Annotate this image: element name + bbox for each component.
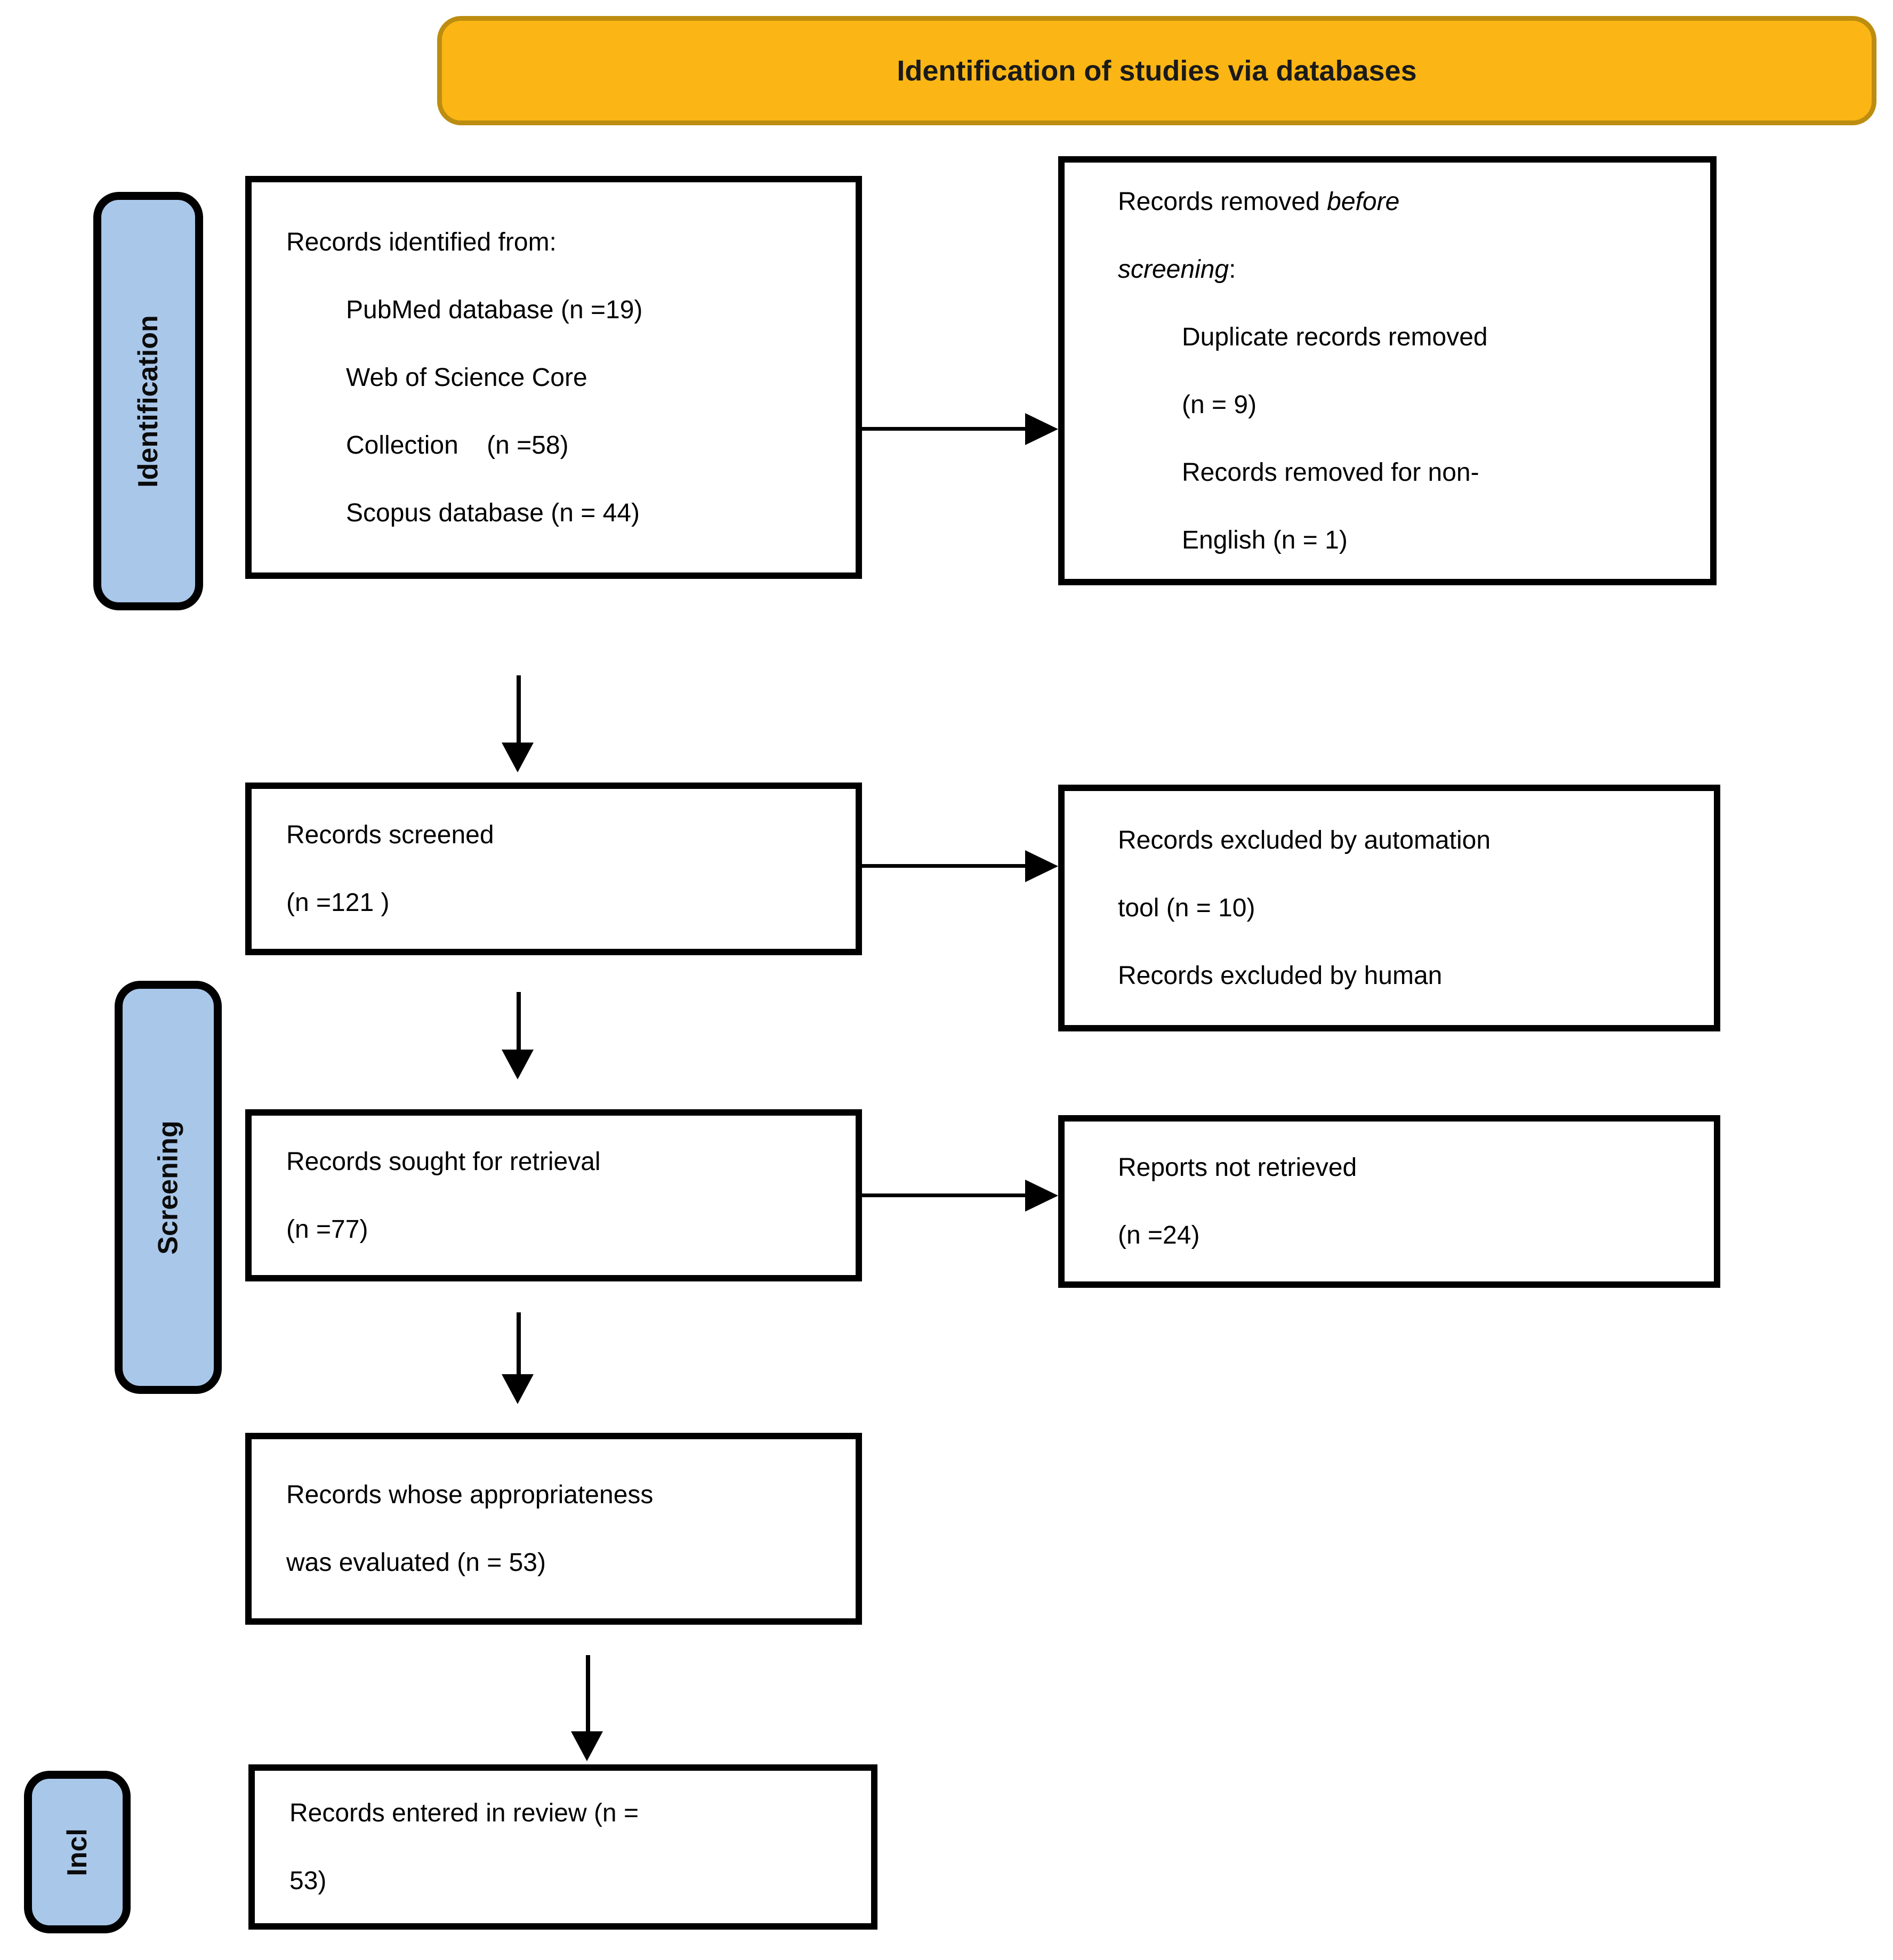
box-line: Duplicate records removed bbox=[1182, 322, 1488, 351]
arrow-head-icon bbox=[1025, 850, 1058, 882]
box-line: (n = 9) bbox=[1182, 390, 1257, 419]
box-records-sought: Records sought for retrieval (n =77) bbox=[245, 1109, 862, 1281]
arrow-line bbox=[586, 1655, 590, 1733]
box-line: Records screened bbox=[286, 821, 494, 849]
box-records-entered-review: Records entered in review (n = 53) bbox=[248, 1764, 877, 1930]
box-line: Collection (n =58) bbox=[346, 431, 569, 459]
box-line: Scopus database (n = 44) bbox=[346, 498, 640, 527]
stage-tab-screening: Screening bbox=[115, 981, 222, 1394]
box-records-removed-before-screening: Records removed before screening: Duplic… bbox=[1058, 156, 1717, 585]
box-line: Records identified from: bbox=[286, 228, 557, 256]
box-records-excluded: Records excluded by automation tool (n =… bbox=[1058, 785, 1720, 1031]
box-line: screening: bbox=[1118, 255, 1236, 284]
box-line: Records whose appropriateness bbox=[286, 1481, 654, 1509]
box-line: tool (n = 10) bbox=[1118, 894, 1255, 922]
box-line: (n =77) bbox=[286, 1215, 368, 1244]
box-line: Records removed for non- bbox=[1182, 458, 1479, 487]
stage-label-identification: Identification bbox=[133, 314, 164, 488]
box-line: Reports not retrieved bbox=[1118, 1154, 1357, 1182]
box-line: (n =24) bbox=[1118, 1221, 1200, 1249]
arrow-line bbox=[861, 864, 1027, 868]
box-reports-not-retrieved: Reports not retrieved (n =24) bbox=[1058, 1115, 1720, 1288]
arrow-head-icon bbox=[1025, 1180, 1058, 1212]
box-line: English (n = 1) bbox=[1182, 526, 1348, 554]
arrow-head-icon bbox=[502, 1050, 534, 1079]
arrow-line bbox=[861, 427, 1027, 431]
arrow-head-icon bbox=[1025, 413, 1058, 445]
box-line: Records removed before bbox=[1118, 187, 1400, 216]
banner-title: Identification of studies via databases bbox=[897, 54, 1417, 87]
stage-tab-identification: Identification bbox=[93, 192, 203, 610]
arrow-line bbox=[861, 1193, 1027, 1197]
box-line: Records entered in review (n = bbox=[289, 1799, 639, 1827]
stage-tab-included: Incl bbox=[24, 1771, 131, 1933]
box-line: Records sought for retrieval bbox=[286, 1147, 601, 1176]
box-line: (n =121 ) bbox=[286, 889, 390, 917]
box-records-identified: Records identified from: PubMed database… bbox=[245, 176, 862, 579]
stage-label-included: Incl bbox=[61, 1828, 93, 1876]
box-line: was evaluated (n = 53) bbox=[286, 1548, 546, 1577]
box-line: Web of Science Core bbox=[346, 363, 587, 392]
stage-label-screening: Screening bbox=[152, 1120, 184, 1255]
arrow-line bbox=[517, 675, 521, 745]
box-line: Records excluded by automation bbox=[1118, 826, 1491, 854]
arrow-line bbox=[517, 992, 521, 1052]
box-records-screened: Records screened (n =121 ) bbox=[245, 783, 862, 955]
box-line: Records excluded by human bbox=[1118, 962, 1443, 990]
arrow-head-icon bbox=[502, 1374, 534, 1404]
box-line: 53) bbox=[289, 1867, 327, 1895]
arrow-head-icon bbox=[502, 743, 534, 772]
arrow-line bbox=[517, 1312, 521, 1376]
box-records-evaluated: Records whose appropriateness was evalua… bbox=[245, 1433, 862, 1625]
box-line: PubMed database (n =19) bbox=[346, 295, 643, 324]
arrow-head-icon bbox=[571, 1731, 603, 1761]
banner-identification-via-databases: Identification of studies via databases bbox=[437, 16, 1876, 125]
